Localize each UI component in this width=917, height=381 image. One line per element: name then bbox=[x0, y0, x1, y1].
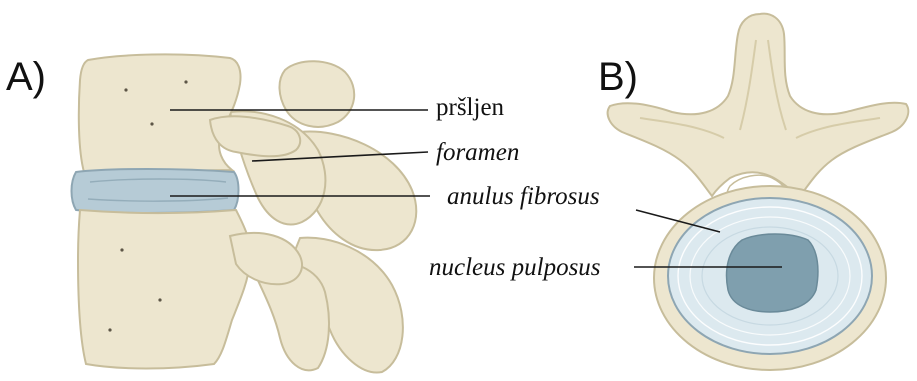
label-vertebra: pršljen bbox=[436, 95, 504, 120]
axial-vertebra-view bbox=[608, 14, 909, 370]
bone-texture-dot bbox=[120, 248, 123, 251]
intervertebral-disc bbox=[72, 169, 239, 213]
nucleus-pulposus bbox=[727, 234, 818, 312]
lateral-spine-view bbox=[72, 54, 417, 372]
vertebral-arch bbox=[608, 14, 909, 196]
bone-texture-dot bbox=[184, 80, 187, 83]
bone-texture-dot bbox=[124, 88, 127, 91]
upper-vertebral-body bbox=[79, 54, 241, 172]
bone-texture-dot bbox=[158, 298, 161, 301]
label-nucleus-pulposus: nucleus pulposus bbox=[429, 255, 601, 280]
label-foramen: foramen bbox=[436, 140, 519, 165]
lower-vertebral-body bbox=[78, 210, 250, 369]
panel-b-letter: B) bbox=[598, 57, 638, 97]
bone-texture-dot bbox=[150, 122, 153, 125]
label-anulus-fibrosus: anulus fibrosus bbox=[447, 184, 600, 209]
superior-articular-knob bbox=[279, 61, 354, 127]
bone-texture-dot bbox=[108, 328, 111, 331]
panel-a-letter: A) bbox=[6, 57, 46, 97]
